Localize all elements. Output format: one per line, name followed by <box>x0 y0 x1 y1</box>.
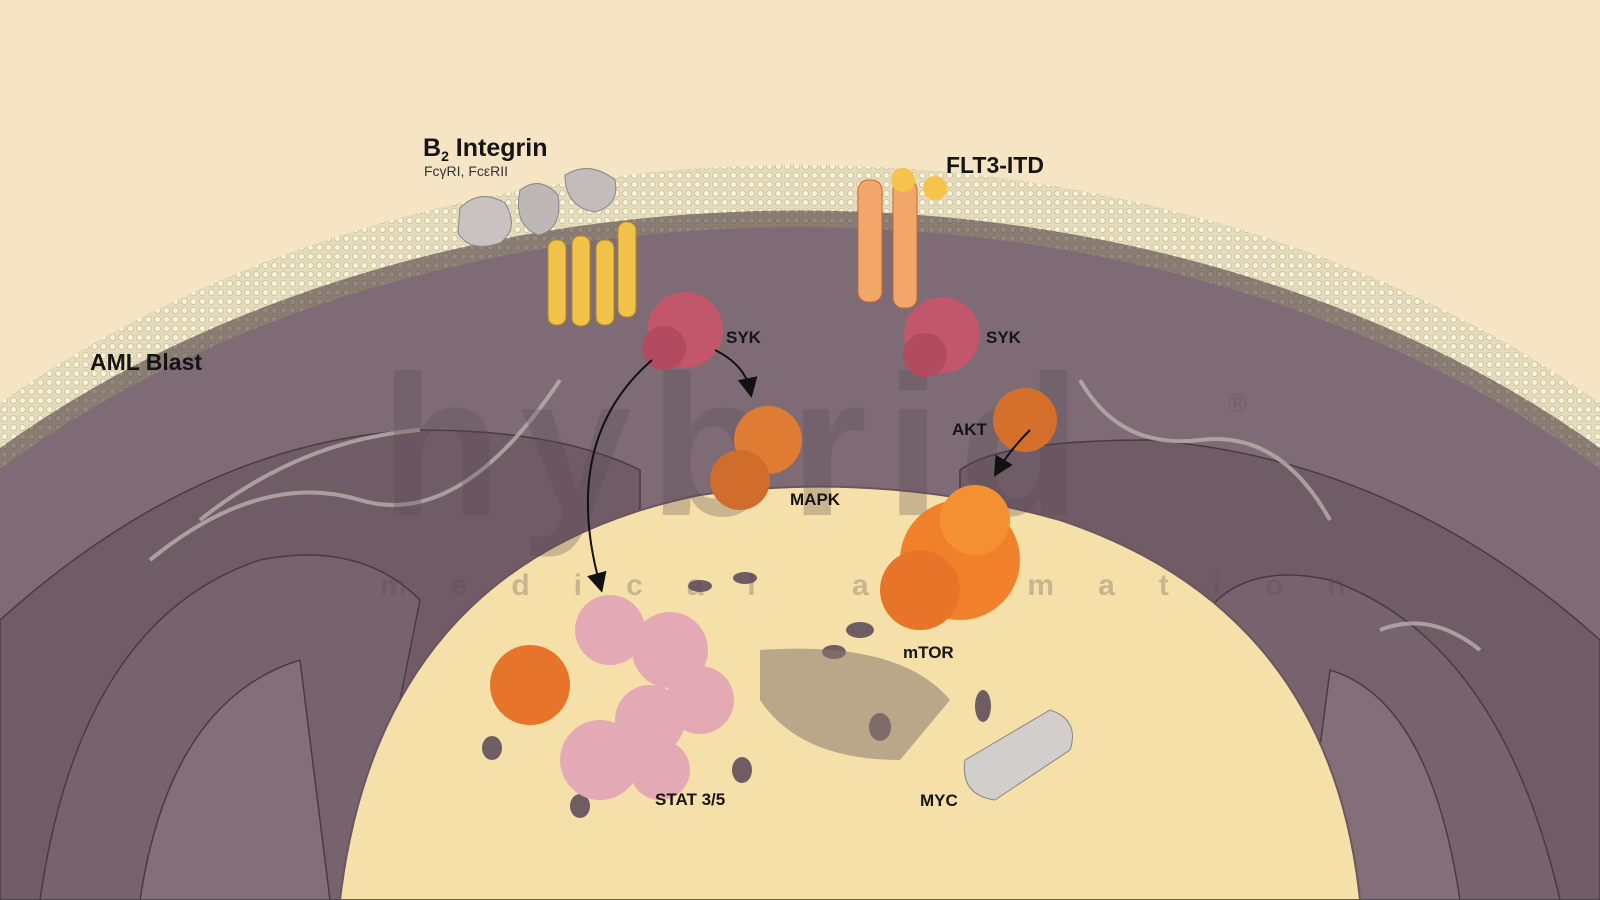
protein-shadow <box>760 648 950 760</box>
label-myc: MYC <box>920 791 958 810</box>
label-stat: STAT 3/5 <box>655 790 725 809</box>
svg-text:medical animation: medical animation <box>380 569 1390 602</box>
myc-protein <box>963 709 1073 801</box>
syk-protein-right <box>903 297 980 377</box>
label-akt: AKT <box>952 420 988 439</box>
label-syk-left: SYK <box>726 328 762 347</box>
stat-protein <box>560 595 734 800</box>
label-mapk: MAPK <box>790 490 841 509</box>
orange-protein <box>490 645 570 725</box>
akt-protein <box>993 388 1057 452</box>
mtor-protein <box>880 485 1020 630</box>
mapk-protein <box>710 406 802 510</box>
b2-integrin-receptor <box>457 168 637 327</box>
label-integrin-receptors: FcγRI, FcεRII <box>424 163 508 179</box>
label-mtor: mTOR <box>903 643 954 662</box>
label-b2-integrin: B2 Integrin <box>423 134 547 164</box>
cytoskeleton-filaments <box>148 378 1482 652</box>
flt3-receptor <box>857 168 947 309</box>
label-flt3-itd: FLT3-ITD <box>946 152 1044 178</box>
watermark-logo: hybrid medical animation ® <box>380 335 1390 602</box>
signaling-arrows <box>586 349 1031 593</box>
svg-text:®: ® <box>1228 388 1247 418</box>
syk-protein-left <box>642 292 723 370</box>
label-syk-right: SYK <box>986 328 1022 347</box>
label-aml-blast: AML Blast <box>90 349 202 375</box>
